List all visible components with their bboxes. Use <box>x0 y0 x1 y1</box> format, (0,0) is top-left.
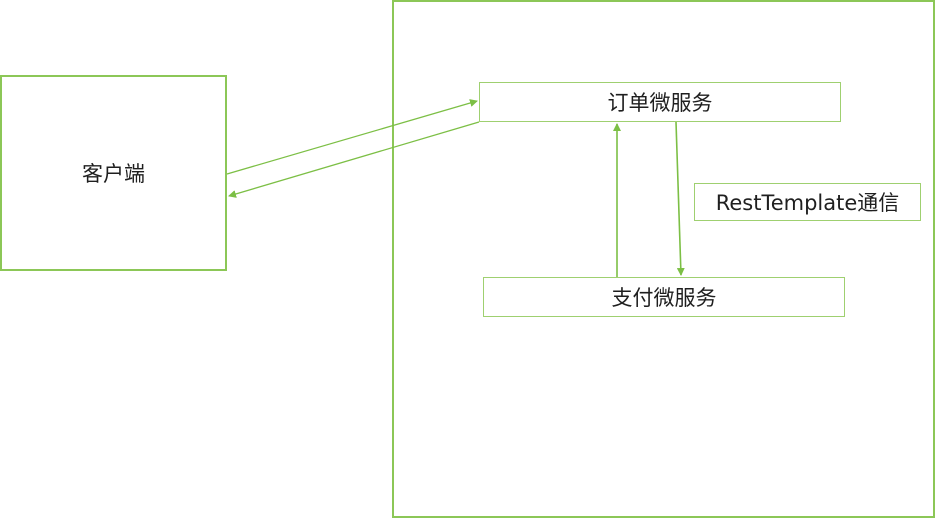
communication-label: RestTemplate通信 <box>715 191 900 215</box>
communication-label-box: RestTemplate通信 <box>694 183 921 221</box>
order-service-node: 订单微服务 <box>479 82 841 122</box>
microservices-container <box>392 0 935 518</box>
payment-service-label: 支付微服务 <box>611 286 717 310</box>
client-node: 客户端 <box>0 75 227 271</box>
order-service-label: 订单微服务 <box>607 91 713 115</box>
payment-service-node: 支付微服务 <box>483 277 845 317</box>
client-label: 客户端 <box>82 162 145 186</box>
